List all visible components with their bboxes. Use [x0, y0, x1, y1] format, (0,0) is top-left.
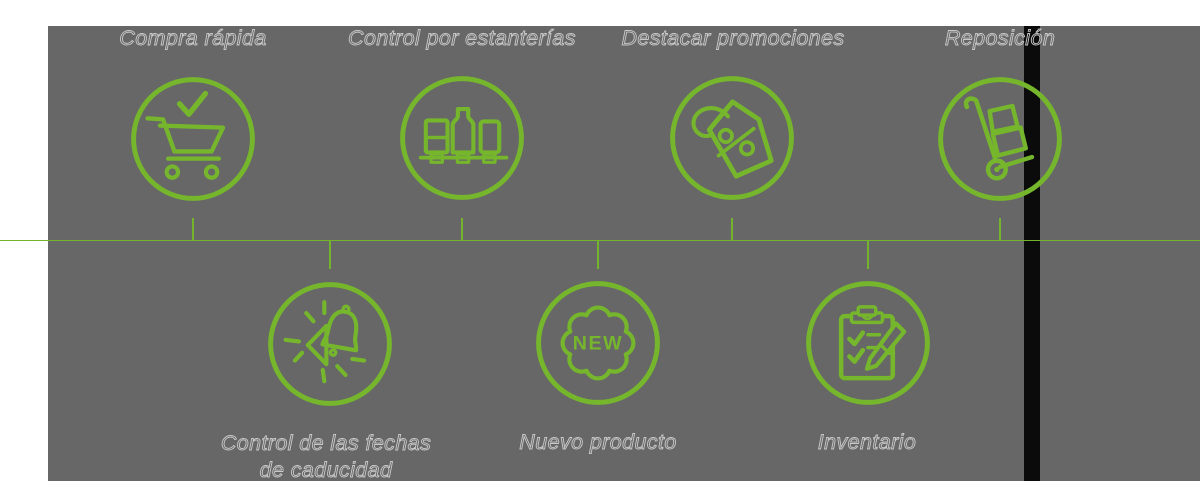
clipboard-checklist-pen-icon [806, 281, 930, 405]
feature-label: Compra rápida [119, 26, 267, 51]
feature-label-line: Control de las fechas [220, 431, 432, 456]
feature-label: Inventario [817, 430, 917, 455]
timeline-tick [867, 241, 869, 269]
discount-tag-percent-icon [670, 76, 794, 200]
dark-vertical-stripe [1024, 26, 1040, 481]
feature-label-line: de caducidad [259, 458, 393, 483]
feature-label: Control de las fechas de caducidad [220, 430, 432, 484]
feature-label: Control por estanterías [348, 26, 576, 51]
new-badge-text: NEW [573, 333, 623, 355]
timeline-tick [460, 218, 464, 240]
alarm-clock-bell-icon [268, 282, 392, 406]
shelf-products-icon [400, 76, 524, 200]
timeline-line [0, 239, 1200, 242]
timeline-tick [329, 241, 331, 269]
feature-label: Reposición [944, 26, 1056, 51]
hand-truck-icon [938, 77, 1062, 201]
new-badge-icon: NEW [536, 281, 660, 405]
feature-label: Destacar promociones [621, 26, 845, 51]
timeline-tick [191, 218, 195, 240]
timeline-tick [597, 241, 599, 269]
feature-label: Nuevo producto [519, 430, 677, 455]
shopping-cart-check-icon [131, 77, 255, 201]
timeline-tick [730, 218, 734, 240]
timeline-tick [998, 218, 1002, 240]
